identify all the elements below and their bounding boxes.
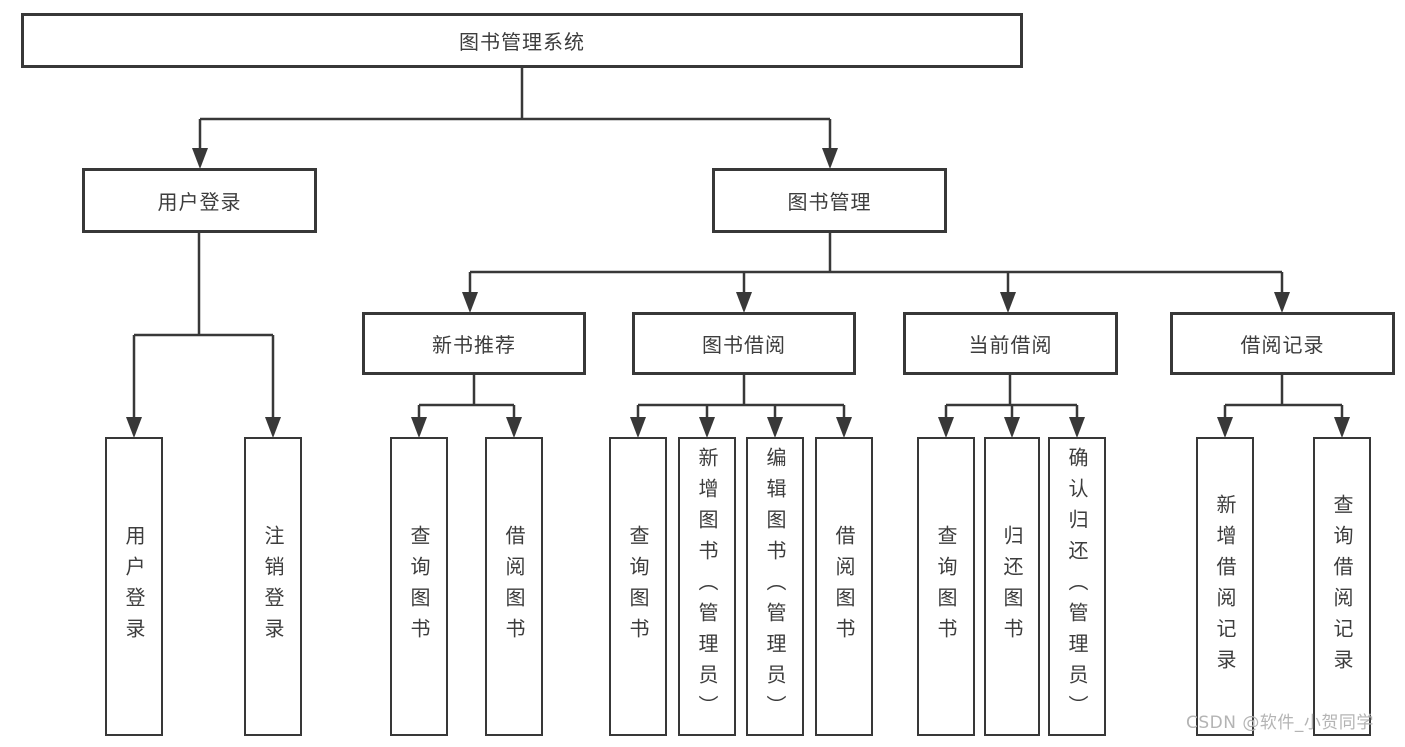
leaf-confirm-return-admin: 确认归还（管理员） bbox=[1048, 437, 1106, 736]
leaf-query-borrow-record: 查询借阅记录 bbox=[1313, 437, 1371, 736]
arrow-down-icon bbox=[462, 292, 478, 313]
node-book-management: 图书管理 bbox=[712, 168, 947, 233]
leaf-label: 借阅图书 bbox=[502, 524, 526, 649]
arrow-down-icon bbox=[506, 417, 522, 438]
leaf-borrow-books-recommend: 借阅图书 bbox=[485, 437, 543, 736]
csdn-watermark: CSDN @软件_小贺同学 bbox=[1186, 713, 1374, 733]
node-new-book-recommend: 新书推荐 bbox=[362, 312, 586, 375]
arrow-down-icon bbox=[265, 417, 281, 438]
arrow-down-icon bbox=[630, 417, 646, 438]
leaf-label: 查询图书 bbox=[934, 524, 958, 649]
node-current-borrowing: 当前借阅 bbox=[903, 312, 1118, 375]
connector-records-children bbox=[1223, 375, 1344, 419]
arrow-down-icon bbox=[1000, 292, 1016, 313]
connector-newbook-children bbox=[417, 375, 516, 419]
connector-current-children bbox=[944, 375, 1079, 419]
leaf-label: 归还图书 bbox=[1000, 524, 1024, 649]
leaf-add-books-admin: 新增图书（管理员） bbox=[678, 437, 736, 736]
node-borrowing-records: 借阅记录 bbox=[1170, 312, 1395, 375]
leaf-user-login: 用户登录 bbox=[105, 437, 163, 736]
node-borrowing-records-label: 借阅记录 bbox=[1240, 333, 1325, 357]
leaf-label: 用户登录 bbox=[122, 524, 146, 649]
arrow-down-icon bbox=[411, 417, 427, 438]
node-root: 图书管理系统 bbox=[21, 13, 1023, 68]
arrow-down-icon bbox=[938, 417, 954, 438]
leaf-query-books-recommend: 查询图书 bbox=[390, 437, 448, 736]
leaf-label: 借阅图书 bbox=[832, 524, 856, 649]
leaf-borrow-books: 借阅图书 bbox=[815, 437, 873, 736]
node-book-management-label: 图书管理 bbox=[787, 190, 872, 214]
leaf-query-books-current: 查询图书 bbox=[917, 437, 975, 736]
leaf-label: 查询图书 bbox=[407, 524, 431, 649]
arrow-down-icon bbox=[192, 148, 208, 169]
leaf-query-books-borrow: 查询图书 bbox=[609, 437, 667, 736]
connector-root-to-level2 bbox=[198, 68, 832, 150]
connector-userlogin-children bbox=[132, 233, 275, 419]
leaf-label: 确认归还（管理员） bbox=[1065, 447, 1089, 726]
leaf-edit-books-admin: 编辑图书（管理员） bbox=[746, 437, 804, 736]
node-book-borrowing: 图书借阅 bbox=[632, 312, 856, 375]
node-user-login: 用户登录 bbox=[82, 168, 317, 233]
node-new-book-recommend-label: 新书推荐 bbox=[432, 333, 516, 357]
arrow-down-icon bbox=[1274, 292, 1290, 313]
connector-borrow-children bbox=[636, 375, 846, 419]
node-book-borrowing-label: 图书借阅 bbox=[702, 333, 786, 357]
leaf-add-borrow-record: 新增借阅记录 bbox=[1196, 437, 1254, 736]
node-user-login-label: 用户登录 bbox=[157, 190, 242, 214]
leaf-label: 查询图书 bbox=[626, 524, 650, 649]
arrow-down-icon bbox=[1069, 417, 1085, 438]
node-current-borrowing-label: 当前借阅 bbox=[968, 333, 1053, 357]
leaf-label: 新增借阅记录 bbox=[1213, 493, 1237, 680]
arrow-down-icon bbox=[822, 148, 838, 169]
leaf-label: 编辑图书（管理员） bbox=[763, 447, 787, 726]
arrow-down-icon bbox=[736, 292, 752, 313]
node-root-label: 图书管理系统 bbox=[459, 30, 585, 54]
arrow-down-icon bbox=[1217, 417, 1233, 438]
leaf-label: 新增图书（管理员） bbox=[695, 447, 719, 726]
leaf-label: 注销登录 bbox=[261, 524, 285, 649]
leaf-logout: 注销登录 bbox=[244, 437, 302, 736]
arrow-down-icon bbox=[126, 417, 142, 438]
arrow-down-icon bbox=[767, 417, 783, 438]
arrow-down-icon bbox=[1334, 417, 1350, 438]
leaf-label: 查询借阅记录 bbox=[1330, 493, 1354, 680]
leaf-return-books: 归还图书 bbox=[984, 437, 1040, 736]
arrow-down-icon bbox=[1004, 417, 1020, 438]
arrow-down-icon bbox=[699, 417, 715, 438]
arrow-down-icon bbox=[836, 417, 852, 438]
connector-bookmgmt-to-level3 bbox=[468, 233, 1284, 294]
